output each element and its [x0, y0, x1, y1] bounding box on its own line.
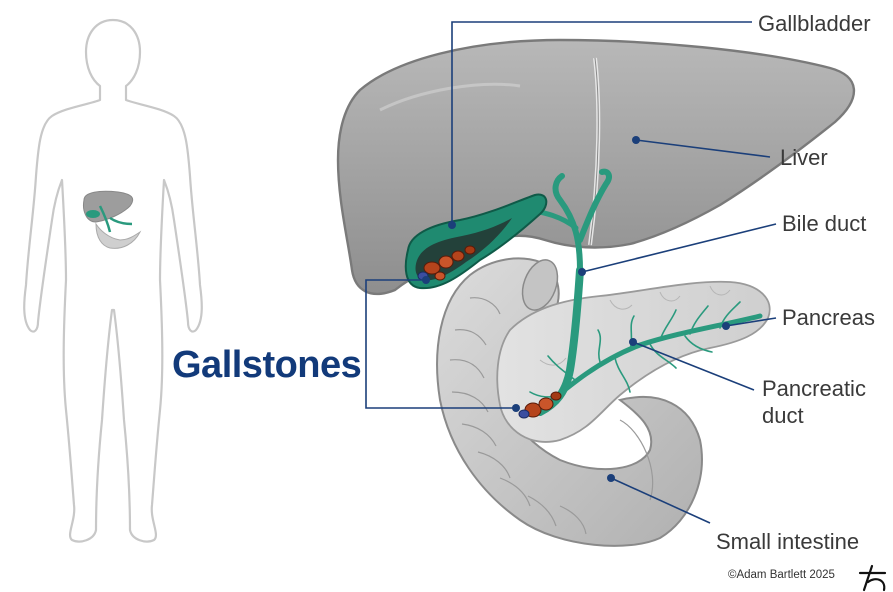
copyright-credit: ©Adam Bartlett 2025 — [728, 569, 835, 581]
label-pancreatic-duct-line2: duct — [762, 404, 804, 428]
label-small-intestine: Small intestine — [716, 530, 859, 554]
diagram-title: Gallstones — [172, 344, 361, 387]
label-bile-duct: Bile duct — [782, 212, 866, 236]
artist-logo-icon — [860, 566, 885, 590]
label-liver: Liver — [780, 146, 828, 170]
mini-organs-icon — [84, 191, 141, 248]
human-body-outline — [24, 20, 202, 542]
label-pancreas: Pancreas — [782, 306, 875, 330]
label-gallbladder: Gallbladder — [758, 12, 871, 36]
label-pancreatic-duct-line1: Pancreatic — [762, 377, 866, 401]
